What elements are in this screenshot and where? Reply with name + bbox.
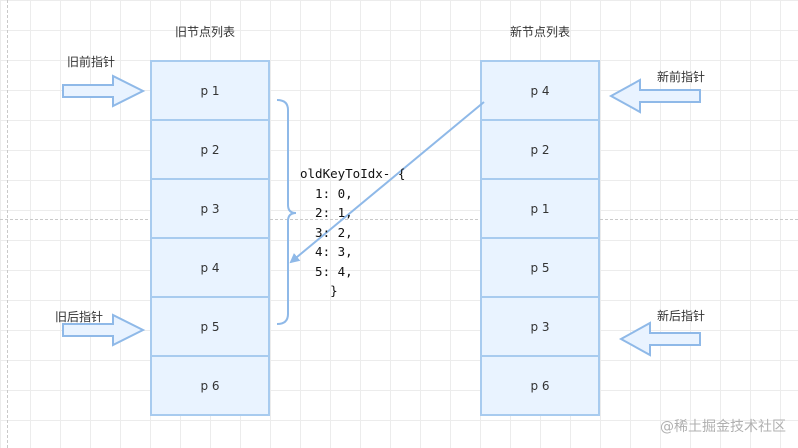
old-node[interactable]: p 3 — [150, 180, 270, 239]
guide-line-horizontal — [0, 219, 798, 220]
new-node[interactable]: p 3 — [480, 298, 600, 357]
old-list-title: 旧节点列表 — [175, 25, 236, 39]
new-list-title: 新节点列表 — [510, 25, 571, 39]
guide-line-vertical — [7, 0, 8, 448]
new-node[interactable]: p 2 — [480, 121, 600, 180]
old-key-to-idx-code: oldKeyToIdx- { 1: 0, 2: 1, 3: 2, 4: 3, 5… — [300, 164, 420, 301]
curly-brace — [276, 99, 297, 325]
old-start-pointer-label: 旧前指针 — [67, 55, 116, 69]
code-line: 4: 3, — [300, 244, 353, 259]
new-node[interactable]: p 4 — [480, 60, 600, 121]
code-line: 2: 1, — [300, 205, 353, 220]
new-node[interactable]: p 6 — [480, 357, 600, 416]
code-line: 3: 2, — [300, 224, 353, 240]
connector-arrow — [289, 101, 485, 264]
old-node-list: p 1 p 2 p 3 p 4 p 5 p 6 — [150, 60, 270, 416]
old-node[interactable]: p 4 — [150, 239, 270, 298]
code-line: 1: 0, — [300, 185, 353, 201]
new-end-pointer-arrow — [618, 321, 701, 357]
code-line: 5: 4, — [300, 263, 353, 279]
code-line: } — [300, 283, 338, 298]
old-node[interactable]: p 6 — [150, 357, 270, 416]
old-end-pointer-label: 旧后指针 — [55, 310, 104, 324]
old-node[interactable]: p 5 — [150, 298, 270, 357]
new-node-list: p 4 p 2 p 1 p 5 p 3 p 6 — [480, 60, 600, 416]
watermark: @稀土掘金技术社区 — [660, 419, 786, 435]
new-node[interactable]: p 1 — [480, 180, 600, 239]
old-start-pointer-arrow — [62, 74, 146, 108]
new-start-pointer-label: 新前指针 — [657, 70, 706, 84]
new-node[interactable]: p 5 — [480, 239, 600, 298]
new-end-pointer-label: 新后指针 — [657, 309, 706, 323]
new-start-pointer-arrow — [608, 78, 701, 114]
code-line: oldKeyToIdx- { — [300, 166, 406, 181]
old-node[interactable]: p 2 — [150, 121, 270, 180]
old-end-pointer-arrow — [62, 313, 146, 347]
old-node[interactable]: p 1 — [150, 60, 270, 121]
